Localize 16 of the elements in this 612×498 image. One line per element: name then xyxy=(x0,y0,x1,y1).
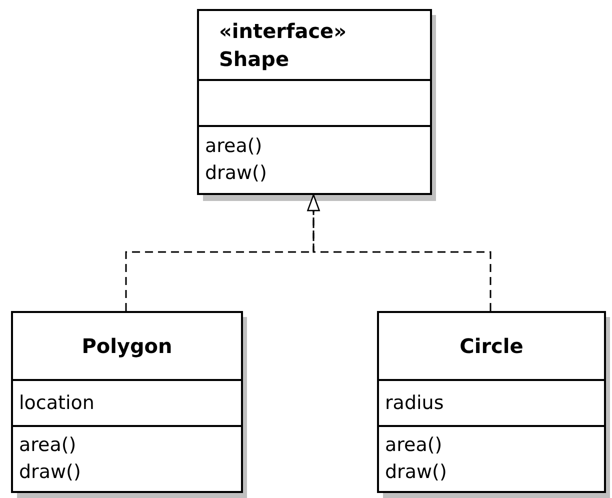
stereotype-label: «interface» xyxy=(219,18,347,45)
class-box xyxy=(11,311,243,493)
method-text: draw() xyxy=(385,460,447,485)
method-text: area() xyxy=(385,433,442,458)
method-text: draw() xyxy=(19,460,81,485)
class-name: Shape xyxy=(219,46,290,73)
method-text: area() xyxy=(19,433,76,458)
attribute-text: radius xyxy=(385,391,445,416)
class-name: Polygon xyxy=(82,333,172,360)
realization-arrow xyxy=(307,194,492,311)
class-name: Circle xyxy=(460,333,524,360)
method-text: area() xyxy=(205,134,262,159)
class-box xyxy=(377,311,606,493)
class-box xyxy=(197,9,432,195)
attribute-text: location xyxy=(19,391,96,416)
method-text: draw() xyxy=(205,161,267,186)
